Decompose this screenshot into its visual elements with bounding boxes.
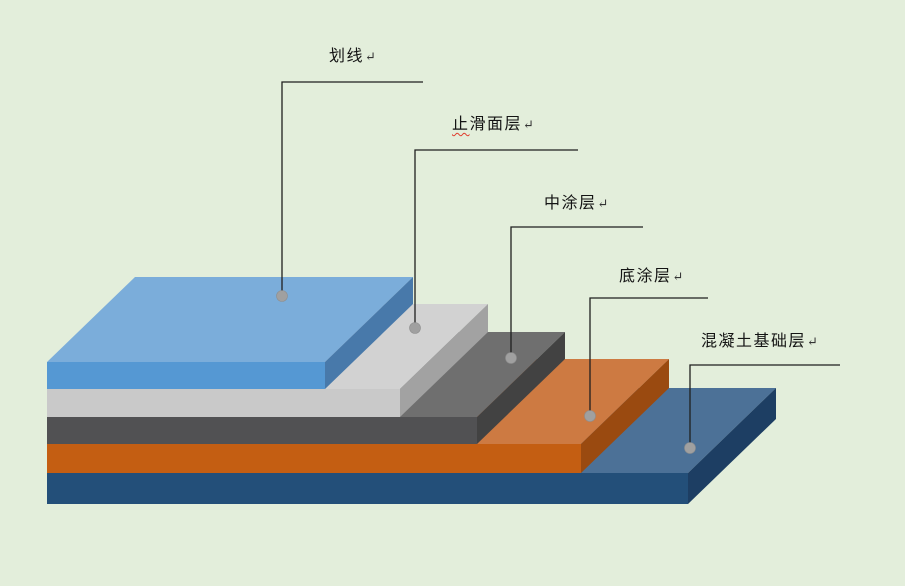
middle-coating-layer-front-face <box>47 417 477 444</box>
label-primer-coating-layer[interactable]: 底涂层↵ <box>619 268 683 286</box>
paragraph-return-icon: ↵ <box>365 49 376 64</box>
marking-layer-side-face <box>325 277 413 389</box>
leader-line-concrete <box>689 364 840 443</box>
label-antislip-text: 滑面层 <box>469 116 523 133</box>
leader-dot-midcoat <box>505 352 517 364</box>
anti-slip-layer-side-face <box>400 304 488 417</box>
middle-coating-layer-side-face <box>477 332 565 444</box>
paragraph-return-icon: ↵ <box>597 196 609 211</box>
anti-slip-layer-front-face <box>47 389 400 417</box>
paragraph-return-icon: ↵ <box>672 269 684 284</box>
concrete-base-layer-side-face <box>688 388 776 504</box>
primer-coating-layer-front-face <box>47 444 581 473</box>
label-anti-slip-surface-layer[interactable]: 止滑面层↵ <box>452 116 534 134</box>
leader-dot-primer <box>584 410 596 422</box>
concrete-base-layer-front-face <box>47 473 688 504</box>
paragraph-return-icon: ↵ <box>523 117 534 132</box>
leader-dot-concrete <box>684 442 696 454</box>
label-marking-line[interactable]: 划线↵ <box>329 48 376 66</box>
label-primer-text: 底涂层 <box>619 268 672 285</box>
label-antislip-marked-char: 止 <box>452 116 470 133</box>
leader-dot-marking <box>276 290 288 302</box>
label-midcoat-text: 中涂层 <box>544 195 597 212</box>
paragraph-return-icon: ↵ <box>807 334 818 349</box>
leader-dot-antislip <box>409 322 421 334</box>
label-marking-line-text: 划线 <box>329 48 365 65</box>
marking-layer-top-face <box>47 277 413 362</box>
leader-line-antislip <box>414 149 578 323</box>
leader-line-midcoat <box>510 226 643 353</box>
leader-line-primer <box>589 297 708 411</box>
label-middle-coating-layer[interactable]: 中涂层↵ <box>544 195 608 213</box>
primer-coating-layer-side-face <box>581 359 669 473</box>
label-concrete-base-layer[interactable]: 混凝土基础层↵ <box>701 333 818 351</box>
label-concrete-text: 混凝土基础层 <box>701 333 807 350</box>
leader-line-marking <box>281 81 423 291</box>
marking-layer-front-face <box>47 362 325 389</box>
